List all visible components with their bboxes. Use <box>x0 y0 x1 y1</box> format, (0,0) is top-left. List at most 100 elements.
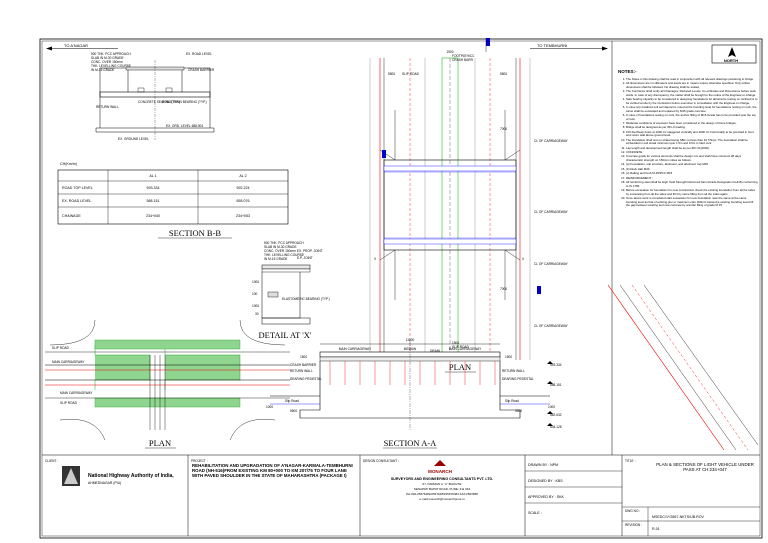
note-item: Once above work is completed start excav… <box>626 196 758 208</box>
detail-dim-1: 100 <box>252 292 258 296</box>
aa-label-10: Slip Road <box>505 399 519 403</box>
bb-label-3: THK. LEVELLING COURSE <box>91 64 131 68</box>
note-item: In case any localized soft soil deposit … <box>626 105 758 113</box>
monarch-logo <box>434 460 446 466</box>
project-label: PROJECT : <box>191 459 208 463</box>
note-item: In case of foundations resting on rock, … <box>626 113 758 121</box>
plan-label-15: SLIP ROAD <box>452 345 470 349</box>
note-item: (a) Foundation, sub structure, abutment,… <box>626 163 758 167</box>
aa-label-8: DEARING PEDESTAL <box>502 377 534 381</box>
aa-label-3: MAIN CARRIAGEWAY <box>449 347 482 351</box>
note-item: (b) Deck slab M40 <box>626 167 758 172</box>
plan-label-4: SLIP ROAD <box>402 72 420 76</box>
title-label: TITLE : <box>625 459 636 463</box>
client-place: AHMEDNAGAR (PIU) <box>88 481 121 485</box>
aa-label-2: MEDIAN <box>404 347 417 351</box>
aa-level-1: 588.151 <box>550 383 562 387</box>
aa-label-0: 11000 <box>406 338 415 342</box>
project-text: REHABILITATION AND UPGRADATION OF A'NAGA… <box>192 463 353 478</box>
plan-label-5: 5500 <box>500 72 507 76</box>
plan-bottom-label-3: SLIP ROAD <box>60 401 78 405</box>
plan-label-6: CL OF CARRIAGEWAY <box>534 139 569 143</box>
title-block: CLIENT : National Highway Authority of I… <box>45 455 760 536</box>
detail-label-7: ELASTOMERIC BEARING (TYP.) <box>282 297 330 301</box>
bb-label-11: NON-STRAIN BEARING (TYP.) <box>162 100 207 104</box>
detail-dim-2: 1000 <box>252 304 259 308</box>
detail-x-title: DETAIL AT 'X' <box>259 330 312 340</box>
north-label: NORTH <box>724 58 738 63</box>
level-table: CH(Km/m) AL 1 AL 2 ROAD TOP LEVEL 593.33… <box>57 162 289 225</box>
note-item: REINFORCEMENT : <box>626 176 758 181</box>
note-item: Before excavation for foundation for new… <box>626 188 758 196</box>
title-text-box: PLAN & SECTIONS OF LIGHT VEHICLE UNDER P… <box>656 462 754 472</box>
detail-dim-0: 1000 <box>252 280 259 284</box>
detail-label-0: 500 THK. PCC APPROACH <box>264 241 304 245</box>
table-cell: CHAINAGE <box>62 214 81 218</box>
revision-label: REVISION : <box>625 523 642 527</box>
plan-label-16: X <box>374 257 377 261</box>
bb-label-2: CONC. OVER 150mm <box>91 60 123 64</box>
detail-label-2: CONC. OVER 150mm <box>264 249 296 253</box>
note-item: (c) Railing and Kerb M-25/PCC M15 <box>626 172 758 176</box>
detail-label-6: E.P. JOINT <box>297 256 313 260</box>
dwg-label: DWG NO : <box>625 509 640 513</box>
aa-label-13: 1000 <box>266 405 273 409</box>
table-cell: 234+040 <box>146 214 160 218</box>
north-arrow: NORTH <box>711 44 757 64</box>
direction-left-text: TO A'NAGAR <box>64 43 88 48</box>
bb-label-7: RETURN WALL <box>96 105 119 109</box>
table-cell: 588.151 <box>147 199 160 203</box>
table-cell: 592.224 <box>237 186 250 190</box>
plan-bottom-label-2: SLIP ROAD <box>52 346 70 350</box>
note-item: The Contractor shall verify all Chainage… <box>626 89 758 97</box>
plan-label-12: 1500 <box>452 341 459 345</box>
notes-panel: NOTES:- The Notes in this drawing shall … <box>616 68 758 452</box>
aa-label-16: 1500 <box>505 355 512 359</box>
client-name: National Highway Authority of India, <box>88 473 174 479</box>
detail-dim-3: 30 <box>255 312 259 316</box>
bb-label-1: SLAB IN M-30 GRADE <box>91 56 124 60</box>
bb-label-0: 500 THK. PCC APPROACH <box>91 52 131 56</box>
aa-label-15: 1500 <box>300 355 307 359</box>
scale-label: SCALE : <box>528 511 542 515</box>
direction-right-text: TO TEMBHURNI <box>537 43 567 48</box>
bb-label-5: EX. ROAD LEVEL <box>186 52 212 56</box>
bb-label-10: CONCRETE SEATING (TYP.) <box>138 100 180 104</box>
aa-label-5: RETURN WALL <box>290 369 313 373</box>
aa-label-12: 5500 <box>515 409 522 413</box>
plan-label-10: 7000 <box>500 127 507 131</box>
table-cell: EX. ROAD LEVEL <box>62 199 91 203</box>
drawn-by: DRAWN BY : NPM <box>528 463 558 467</box>
bb-label-4: IN M-15 GRADE <box>91 68 115 72</box>
plan-label-0: 1500 <box>446 50 453 54</box>
table-cell: ROAD TOP LEVEL <box>62 186 93 190</box>
plan-bottom-label-0: MAIN CARRIAGEWAY <box>52 360 85 364</box>
designed-by: DESIGNED BY : KBS <box>528 479 563 483</box>
bb-label-8: EX. GROUND LEVEL <box>118 137 149 141</box>
consultant-logo-text: MONARCH <box>428 469 453 474</box>
detail-label-3: THK. LEVELLING COURSE <box>264 253 304 257</box>
aa-label-4: CRASH BARRIER <box>290 363 317 367</box>
approved-by: APPROVED BY : SKK <box>528 495 564 499</box>
bb-label-9: EX. GRD. LEVEL 688.004 <box>166 124 203 128</box>
plan-label-11: 7000 <box>500 287 507 291</box>
bb-label-6: CRASH BARRIER <box>188 68 215 72</box>
note-item: Bridge shall be designed as per IRC-6 lo… <box>626 126 758 130</box>
aa-label-1: MAIN CARRIAGEWAY <box>339 347 372 351</box>
client-label: CLIENT : <box>45 459 58 463</box>
plan-label-2: CRASH BARR <box>452 58 474 62</box>
table-header-1: AL 1 <box>149 174 156 178</box>
consultant-label: DESIGN CONSULTANT : <box>363 459 399 463</box>
plan-bottom: MAIN CARRIAGEWAY MAIN CARRIAGEWAY SLIP R… <box>45 319 290 441</box>
dwg-number: MSEDC/1*/2867-NKTS/UB.ROV <box>652 515 705 519</box>
aa-label-7: DEARING PEDESTAL <box>290 377 322 381</box>
aa-label-11: 5500 <box>290 409 297 413</box>
note-item: Safe bearing capacity to be considered i… <box>626 97 758 105</box>
note-item: Lap length and development length shall … <box>626 146 758 151</box>
direction-left: TO A'NAGAR <box>46 43 118 51</box>
direction-right: TO TEMBHURNI <box>530 43 608 51</box>
note-item: Moderate conditions of exposure have bee… <box>626 121 758 126</box>
note-item: All dimensions are in millimeters and le… <box>626 81 758 89</box>
notes-heading: NOTES:- <box>618 69 637 74</box>
aa-label-6: RETURN WALL <box>502 369 525 373</box>
